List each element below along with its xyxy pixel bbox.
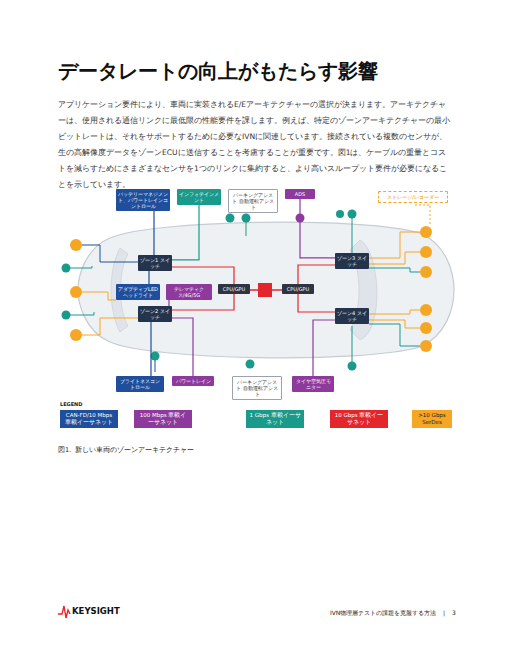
legend-text: 10 Gbps 車載イーサネット: [333, 412, 385, 426]
domain-box: インフォテインメント: [177, 189, 221, 205]
network-link: [153, 211, 154, 255]
legend-text: CAN-FD/10 Mbps 車載イーサネット: [63, 412, 115, 426]
node-text: ブライトネスコントロール: [118, 378, 162, 390]
node-text: ゾーン4 スイッチ: [337, 310, 367, 322]
zone-switch: ゾーン3 スイッチ: [335, 253, 369, 269]
node-text: ゾーン1 スイッチ: [140, 257, 170, 269]
node-text: アダプティブLED ヘッドライト: [118, 286, 158, 298]
node-text: パーキングアシスト 自動運転アシスト: [235, 379, 279, 397]
network-link: [298, 265, 335, 284]
network-link: [313, 320, 335, 376]
domain-box: パーキングアシスト 自動運転アシスト: [228, 189, 278, 213]
node-text: ゾーン2 スイッチ: [140, 308, 170, 320]
node-text: ストレージ/レコーダー: [381, 194, 445, 200]
network-link: [172, 267, 234, 284]
network-link: [172, 318, 193, 376]
legend-heading: LEGEND: [60, 401, 82, 407]
network-link: [148, 271, 149, 284]
logo-mark: [58, 606, 70, 618]
ecu-box: アダプティブLED ヘッドライト: [116, 284, 160, 300]
sensor-wires: [70, 205, 430, 372]
node-text: ADS: [287, 191, 313, 197]
domain-box: ADS: [285, 189, 315, 199]
domain-box: パーキングアシスト 自動運転アシスト: [232, 376, 282, 400]
figure-caption: 図1. 新しい車両のゾーンアーキテクチャー: [58, 446, 194, 455]
domain-box: バッテリーマネジメント、パワートレインコントロール: [116, 189, 170, 211]
central-compute: [258, 283, 272, 297]
legend-swatch: CAN-FD/10 Mbps 車載イーサネット: [60, 410, 118, 428]
node-text: テレマティクス/4G/5G: [168, 286, 210, 298]
legend-swatch: >10 Gbps SerDes: [412, 410, 452, 428]
legend-text: 1 Gbps 車載イーサネット: [249, 412, 301, 426]
domain-box: ブライトネスコントロール: [116, 376, 164, 392]
node-text: パーキングアシスト 自動運転アシスト: [231, 192, 275, 210]
legend-swatch: 100 Mbps 車載イーサネット: [134, 410, 192, 428]
body-text: アプリケーション要件により、車両に実装されるE/Eアーキテクチャーの選択が決まり…: [58, 97, 454, 193]
network-link: [298, 294, 335, 312]
domain-box: パワートレイン: [172, 376, 214, 386]
compute-link: [250, 289, 282, 291]
node-text: ゾーン3 スイッチ: [337, 255, 367, 267]
page-number: 3: [452, 609, 456, 616]
domain-box: タイヤ空気圧モニター: [292, 376, 334, 392]
legend-text: 100 Mbps 車載イーサネット: [137, 412, 189, 426]
car-body: [78, 222, 454, 358]
zone-switch: ゾーン4 スイッチ: [335, 308, 369, 324]
legend-text: >10 Gbps SerDes: [415, 412, 449, 426]
compute-box: CPU/GPU: [218, 284, 250, 294]
node-text: CPU/GPU: [284, 286, 312, 292]
ecu-box: テレマティクス/4G/5G: [166, 284, 212, 300]
compute-box: CPU/GPU: [282, 284, 314, 294]
legend-swatch: 10 Gbps 車載イーサネット: [330, 410, 388, 428]
node-text: パワートレイン: [174, 378, 212, 384]
footer-separator: |: [443, 609, 445, 616]
legend-swatch: 1 Gbps 車載イーサネット: [246, 410, 304, 428]
footer-title: IVN物理層テストの課題を克服する方法: [330, 609, 436, 616]
sensor-icons: [62, 210, 433, 371]
zone-switch: ゾーン2 スイッチ: [138, 306, 172, 322]
node-text: タイヤ空気圧モニター: [294, 378, 332, 390]
page-title: データレートの向上がもたらす影響: [58, 58, 378, 85]
brand-logo: KEYSIGHT: [72, 606, 120, 616]
network-link: [172, 205, 199, 260]
node-text: CPU/GPU: [220, 286, 248, 292]
network-link: [150, 322, 151, 376]
storage-box: ストレージ/レコーダー: [378, 191, 448, 203]
zone-switch: ゾーン1 スイッチ: [138, 255, 172, 271]
node-text: インフォテインメント: [179, 191, 219, 203]
node-text: バッテリーマネジメント、パワートレインコントロール: [118, 191, 168, 209]
network-link: [300, 199, 335, 258]
